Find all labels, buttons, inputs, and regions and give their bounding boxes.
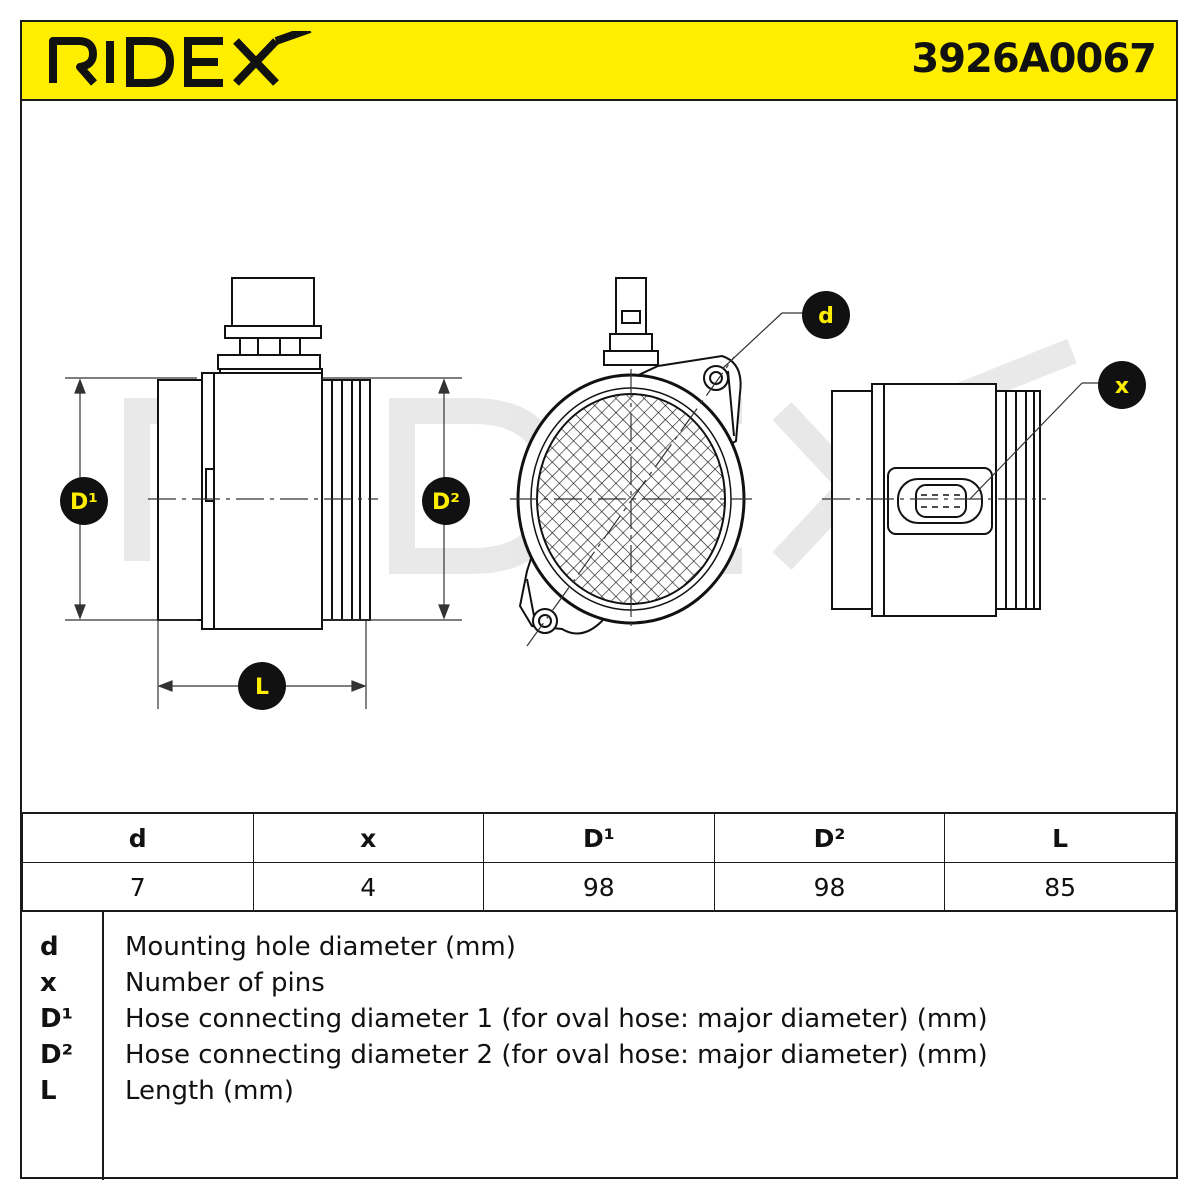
connector-view-diagram [831,383,1041,617]
header-bar: 3926A0067 [22,22,1176,101]
legend-row-d: d Mounting hole diameter (mm) [22,932,1176,968]
legend-row-x: x Number of pins [22,968,1176,1004]
spec-value-x: 4 [252,862,484,912]
technical-drawing: D¹ D² L d [60,277,1146,710]
legend-key: L [40,1076,57,1106]
ridex-logo [49,31,312,87]
spec-header-D1: D¹ [482,812,715,863]
spec-value-D1: 98 [482,862,715,912]
badge-L: L [238,662,286,710]
legend-divider [102,912,104,1180]
legend-row-L: L Length (mm) [22,1076,1176,1112]
badge-x: x [1098,361,1146,409]
legend-row-D2: D² Hose connecting diameter 2 (for oval … [22,1040,1176,1076]
badge-x-label: x [1115,374,1129,399]
spec-header-D2: D² [713,812,946,863]
legend-row-D1: D¹ Hose connecting diameter 1 (for oval … [22,1004,1176,1040]
badge-d: d [802,291,850,339]
badge-L-label: L [255,675,269,700]
side-view-diagram [157,277,371,630]
badge-D1: D¹ [60,477,108,525]
spec-header-d: d [22,812,254,863]
spec-table: d x D¹ D² L 7 4 98 98 85 [22,812,1176,912]
spec-value-L: 85 [944,862,1176,912]
legend-desc: Length (mm) [125,1076,294,1106]
legend-key: D² [40,1040,73,1070]
spec-value-row: 7 4 98 98 85 [22,862,1176,912]
spec-header-row: d x D¹ D² L [22,812,1176,863]
legend-desc: Mounting hole diameter (mm) [125,932,516,962]
spec-header-L: L [944,812,1176,863]
badge-D2-label: D² [432,490,460,515]
badge-d-label: d [818,304,834,329]
dimension-lines-middle [510,312,806,647]
part-number: 3926A0067 [911,36,1157,82]
spec-value-D2: 98 [713,862,946,912]
legend-desc: Hose connecting diameter 2 (for oval hos… [125,1040,988,1070]
legend: d Mounting hole diameter (mm) x Number o… [22,910,1176,1180]
page-frame [20,20,1178,1179]
spec-value-d: 7 [22,862,254,912]
legend-key: d [40,932,59,962]
spec-header-x: x [252,812,484,863]
legend-key: D¹ [40,1004,73,1034]
legend-desc: Hose connecting diameter 1 (for oval hos… [125,1004,988,1034]
legend-desc: Number of pins [125,968,325,998]
badge-D2: D² [422,477,470,525]
badge-D1-label: D¹ [70,490,98,515]
legend-key: x [40,968,57,998]
